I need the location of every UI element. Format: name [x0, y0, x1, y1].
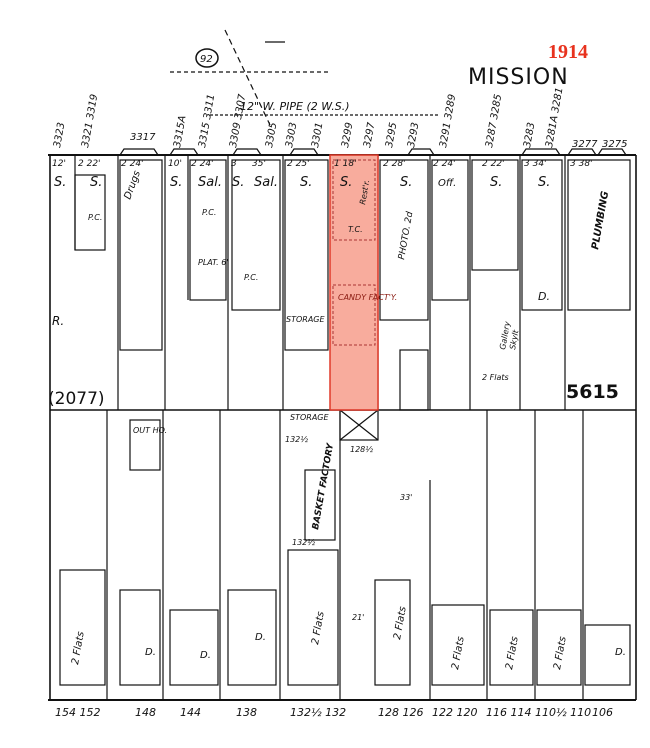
lot-floors: 2 22'	[78, 159, 101, 169]
lot-use: S.	[170, 175, 182, 190]
top-address: 3299	[340, 122, 355, 149]
lot-use: S.	[54, 175, 66, 190]
lot-floors: 2 24'	[433, 159, 456, 169]
annotation: 128½	[350, 445, 373, 454]
lot-use: S.	[400, 175, 412, 190]
top-address: 3281A 3281	[544, 87, 565, 149]
lot-use: S.	[340, 175, 352, 190]
bottom-lot-label: D.	[200, 650, 211, 661]
lot-floors: 35'	[252, 159, 266, 169]
bottom-address: 116 114	[486, 706, 532, 719]
candy-factory-highlight[interactable]	[329, 154, 379, 411]
lot-use: Sal.	[198, 175, 222, 190]
annotation: PLAT. 6'	[198, 258, 228, 267]
lot-use: Sal.	[254, 175, 278, 190]
bottom-address: 138	[236, 706, 257, 719]
lot-use: PLUMBING	[590, 190, 611, 250]
bottom-address: 128 126	[378, 706, 424, 719]
annotation: 132½	[285, 435, 308, 444]
top-address: 3317	[130, 132, 156, 143]
top-address: 3277	[572, 139, 598, 150]
annotation: R.	[52, 314, 64, 328]
annotation: 33'	[400, 493, 412, 502]
lot-use: S.	[232, 175, 244, 190]
lot-floors: 3	[231, 159, 237, 169]
lot-use: Off.	[438, 178, 456, 189]
lot-use: S.	[90, 175, 102, 190]
bottom-lot-label: D.	[255, 632, 266, 643]
top-address: 3283	[522, 122, 537, 149]
annotation: D.	[538, 290, 550, 303]
sheet-number: 5615	[566, 381, 619, 403]
annotation: 2 Flats	[482, 373, 509, 382]
bottom-address: 144	[180, 706, 201, 719]
route-marker-number: 92	[200, 54, 213, 65]
annotation: STORAGE	[286, 315, 325, 324]
annotation: CANDY FACT'Y.	[338, 293, 397, 302]
bottom-lot-label: 2 Flats	[310, 611, 327, 646]
top-address: 3293	[406, 122, 421, 149]
lot-use: Drugs	[122, 169, 143, 201]
lot-floors: 3 38'	[570, 159, 593, 169]
block-number: (2077)	[48, 389, 105, 409]
top-address: 3303	[284, 122, 299, 149]
bottom-address: 154 152	[55, 706, 101, 719]
top-address: 3297	[362, 121, 377, 149]
bottom-address: 122 120	[432, 706, 478, 719]
bottom-lot-label: D.	[145, 647, 156, 658]
pipe-label: 12" W. PIPE (2 W.S.)	[240, 100, 350, 113]
top-address: 3315 3311	[197, 93, 217, 148]
route-marker-circle	[195, 48, 219, 68]
lot-floors: 3 34'	[524, 159, 547, 169]
bottom-address: 148	[135, 706, 156, 719]
top-address: 3309 3307	[228, 93, 248, 149]
bottom-lot-label: 2 Flats	[392, 606, 409, 641]
top-address: 3323	[52, 122, 67, 149]
bottom-lot-label: D.	[615, 647, 626, 658]
lot-use: S.	[538, 175, 550, 190]
annotation: 132½	[292, 538, 315, 547]
lot-floors: 2 24'	[121, 159, 144, 169]
annotation: 21'	[352, 613, 364, 622]
annotation: OUT HO.	[133, 426, 167, 435]
bottom-lot-label: 2 Flats	[552, 636, 569, 671]
annotation: Rest'r.	[358, 179, 371, 205]
annotation: PHOTO. 2d	[397, 211, 415, 261]
street-name: MISSION	[468, 65, 569, 90]
top-address: 3321 3319	[80, 93, 100, 148]
lot-floors: 2 25'	[287, 159, 310, 169]
top-address: 3287 3285	[484, 93, 504, 148]
year-label: 1914	[548, 41, 588, 63]
top-address: 3291 3289	[438, 93, 458, 148]
annotation: P.C.	[202, 208, 216, 217]
annotation: T.C.	[348, 225, 363, 234]
annotation: Skylt	[508, 328, 520, 350]
lot-floors: 12'	[52, 159, 66, 169]
bottom-address: 106	[592, 706, 613, 719]
annotation: P.C.	[88, 213, 102, 222]
annotation: BASKET FACTORY	[311, 441, 336, 530]
lot-floors: 1 18'	[334, 159, 357, 169]
top-address: 3295	[384, 122, 399, 149]
annotation: P.C.	[244, 273, 258, 282]
top-address: 3301	[310, 122, 325, 149]
top-address: 3305	[264, 122, 279, 149]
lot-floors: 10'	[168, 159, 182, 169]
top-address: 3315A	[172, 115, 188, 149]
bottom-lot-label: 2 Flats	[450, 636, 467, 671]
lot-use: S.	[300, 175, 312, 190]
bottom-address: 132½ 132	[290, 706, 346, 719]
bottom-lot-label: 2 Flats	[504, 636, 521, 671]
lot-floors: 2 28'	[383, 159, 406, 169]
lot-use: S.	[490, 175, 502, 190]
annotation: STORAGE	[290, 413, 329, 422]
lot-floors: 2 24'	[191, 159, 214, 169]
bottom-address: 110½ 110	[535, 706, 591, 719]
bottom-lot-label: 2 Flats	[70, 631, 87, 666]
lot-floors: 2 22'	[482, 159, 505, 169]
top-address: 3275	[602, 139, 627, 150]
